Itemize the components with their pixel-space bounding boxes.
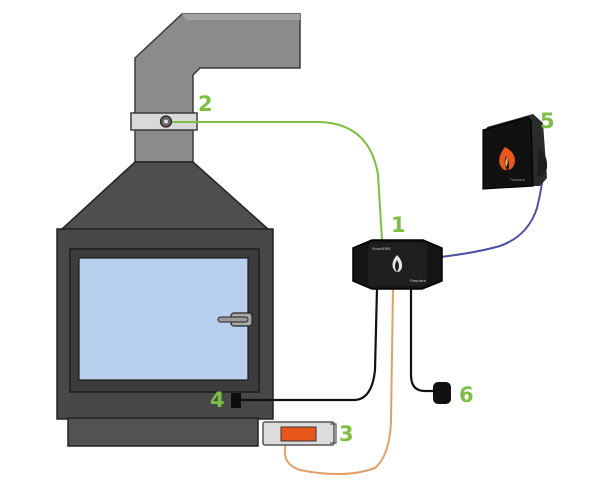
callout-2-label: 2: [198, 92, 213, 116]
callout-5-label: 5: [540, 109, 555, 133]
controller-model-text: Fireplace: [410, 279, 427, 283]
air-actuator: [262, 421, 337, 446]
stove-door: [69, 248, 260, 393]
flame-display-icon: [499, 147, 515, 171]
chimney-pipe: [134, 13, 301, 163]
callout-1-label: 1: [391, 213, 406, 237]
controller-box: SmartFIRE Fireplace: [352, 239, 443, 290]
flue-sensor-cable: [172, 121, 383, 241]
power-plug: [433, 382, 451, 404]
stove-hood: [60, 161, 270, 230]
callout-3-label: 3: [339, 422, 354, 446]
door-sensor-cable: [241, 287, 379, 402]
flame-logo-icon: [392, 255, 403, 272]
controller-brand-text: SmartFIRE: [372, 247, 391, 251]
power-plug-cable: [409, 288, 434, 393]
callout-4-label: 4: [210, 388, 225, 412]
actuator-cable: [283, 287, 394, 476]
control-panel-cable: [439, 162, 545, 258]
control-panel: Fireplace: [482, 114, 548, 190]
door-sensor: [231, 393, 241, 408]
callout-6-label: 6: [459, 383, 474, 407]
panel-label-text: Fireplace: [510, 178, 525, 182]
door-handle: [217, 312, 253, 327]
